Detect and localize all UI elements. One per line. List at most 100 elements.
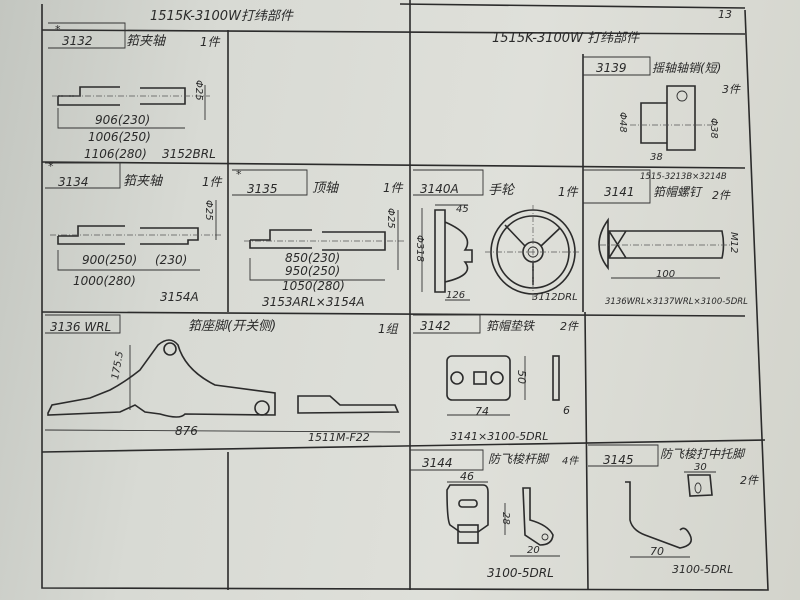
drawing-stroke: [446, 355, 511, 401]
drawing-label: 3153ARL×3154A: [262, 295, 365, 309]
part-3132: * 3132 筘夹轴 1件 Φ25 906(230) 1006(250) 110…: [52, 23, 221, 161]
drawing-stroke: [588, 444, 659, 467]
drawing-stroke: [41, 4, 769, 591]
part-3144: 3144 防飞梭杆脚 4件 46 28 20 3100-5DRL: [422, 452, 579, 580]
drawing-stroke: [249, 210, 399, 281]
drawing-label: 1515-3213B×3214B: [640, 172, 727, 182]
drawing-stroke: [44, 345, 401, 433]
drawing-label: 2件: [560, 320, 579, 333]
drawing-stroke: [45, 314, 121, 334]
drawing-stroke: [457, 524, 479, 544]
drawing-label: 2件: [712, 189, 731, 202]
drawing-stroke: [254, 400, 270, 416]
drawing-label: Φ48: [617, 112, 628, 133]
drawing-stroke: [45, 162, 121, 189]
drawing-stroke: [625, 481, 693, 549]
drawing-stroke: [582, 54, 589, 591]
drawing-label: Φ25: [193, 80, 204, 101]
drawing-stroke: [687, 474, 713, 497]
part-3145: 3145 防飞梭打中托脚 2件 30 70 3100-5DRL: [603, 447, 759, 576]
drawing-label: 3145: [603, 453, 634, 467]
drawing-label: 3154A: [160, 290, 199, 304]
part-3134: * 3134 筘夹轴 1件 Φ25 900(250) (230) 1000(28…: [48, 160, 223, 304]
drawing-label: *: [55, 23, 61, 36]
drawing-stroke: [41, 311, 746, 317]
drawing-label: Φ38: [708, 118, 719, 139]
drawing-label: Φ25: [203, 200, 214, 221]
drawing-stroke: [522, 487, 554, 546]
drawing-stroke: [458, 499, 478, 508]
drawing-label: 3100-5DRL: [672, 563, 733, 576]
drawing-label: 筘座脚(开关侧): [188, 318, 276, 334]
drawing-stroke: [163, 342, 177, 356]
drawing-label: 850(230): [285, 251, 340, 265]
part-qty: 1件: [200, 35, 221, 49]
drawing-stroke: [694, 482, 702, 494]
drawing-label: 3136 WRL: [50, 320, 111, 334]
drawing-label: 50: [515, 370, 528, 384]
drawing-label: 4件: [562, 455, 579, 467]
part-code: 3132: [62, 34, 93, 48]
drawing-label: 防飞梭打中托脚: [660, 447, 746, 461]
part-3136-wrl: 3136 WRL 筘座脚(开关侧) 1组 175.5 876 1511M-F22: [44, 318, 401, 444]
drawing-label: M12: [728, 232, 739, 253]
drawing-stroke: [490, 371, 504, 385]
drawing-label: 950(250): [285, 264, 340, 278]
drawing-label: 1511M-F22: [308, 431, 370, 444]
drawing-label: 防飞梭杆脚: [488, 452, 550, 466]
drawing-label: 1050(280): [282, 279, 345, 293]
drawing-stroke: [504, 224, 561, 285]
drawing-label: 筘夹轴: [123, 174, 164, 189]
drawing-stroke: [598, 217, 725, 271]
drawing-stroke: [583, 56, 651, 76]
drawing-label: 70: [650, 545, 664, 558]
drawing-label: 手轮: [488, 183, 516, 198]
drawing-label: 3112DRL: [532, 292, 578, 303]
drawing-label: 6: [563, 404, 570, 417]
drawing-stroke: [676, 90, 688, 102]
drawing-stroke: [232, 169, 308, 196]
drawing-label: 3139: [596, 61, 627, 75]
header-title-left: 1515K-3100W打纬部件: [150, 9, 294, 24]
drawing-stroke: [552, 355, 560, 401]
drawing-stroke: [57, 85, 206, 129]
drawing-label: 1106(280): [84, 147, 147, 161]
drawing-stroke: [57, 225, 199, 245]
drawing-label: 74: [475, 405, 489, 418]
drawing-stroke: [297, 395, 400, 414]
drawing-label: 1006(250): [88, 130, 151, 144]
table-grid: [41, 0, 769, 591]
drawing-label: 3142: [420, 319, 451, 333]
drawing-stroke: [41, 439, 766, 453]
drawing-stroke: [413, 314, 481, 334]
drawing-label: 3141×3100-5DRL: [450, 430, 548, 443]
drawing-label: 3141: [604, 185, 635, 199]
part-3139: 3139 摇轴轴销(短) 3件 Φ48 Φ38 38 1515-3213B×32…: [596, 61, 741, 182]
part-3135: * 3135 顶轴 1件 Φ25 850(230) 950(250) 1050(…: [236, 168, 405, 309]
drawing-stroke: [57, 200, 217, 271]
drawing-label: 28: [500, 512, 511, 525]
drawing-label: 46: [460, 470, 474, 483]
drawing-stroke: [640, 85, 696, 151]
drawing-stroke: [413, 169, 484, 196]
drawing-label: 3100-5DRL: [487, 566, 554, 580]
drawing-label: 1组: [378, 322, 399, 336]
drawing-label: 20: [527, 545, 540, 556]
drawing-stroke: [434, 209, 473, 293]
drawing-label: 1件: [202, 175, 223, 189]
drawing-label: 906(230): [95, 113, 150, 127]
drawing-label: Φ318: [414, 235, 425, 262]
drawing-stroke: [421, 204, 470, 301]
drawing-label: 3140A: [420, 182, 459, 196]
drawing-stroke: [447, 356, 526, 416]
drawing-label: 30: [694, 462, 707, 473]
drawing-stroke: [249, 229, 386, 251]
drawing-label: 筘帽螺钉: [653, 185, 703, 199]
header-title-right: 1515K-3100W 打纬部件: [492, 31, 640, 46]
drawing-stroke: [41, 29, 746, 35]
drawing-label: 100: [656, 269, 675, 280]
drawing-stroke: [473, 371, 487, 385]
drawing-label: 筘帽垫铁: [486, 319, 536, 333]
drawing-label: 3135: [247, 182, 278, 196]
